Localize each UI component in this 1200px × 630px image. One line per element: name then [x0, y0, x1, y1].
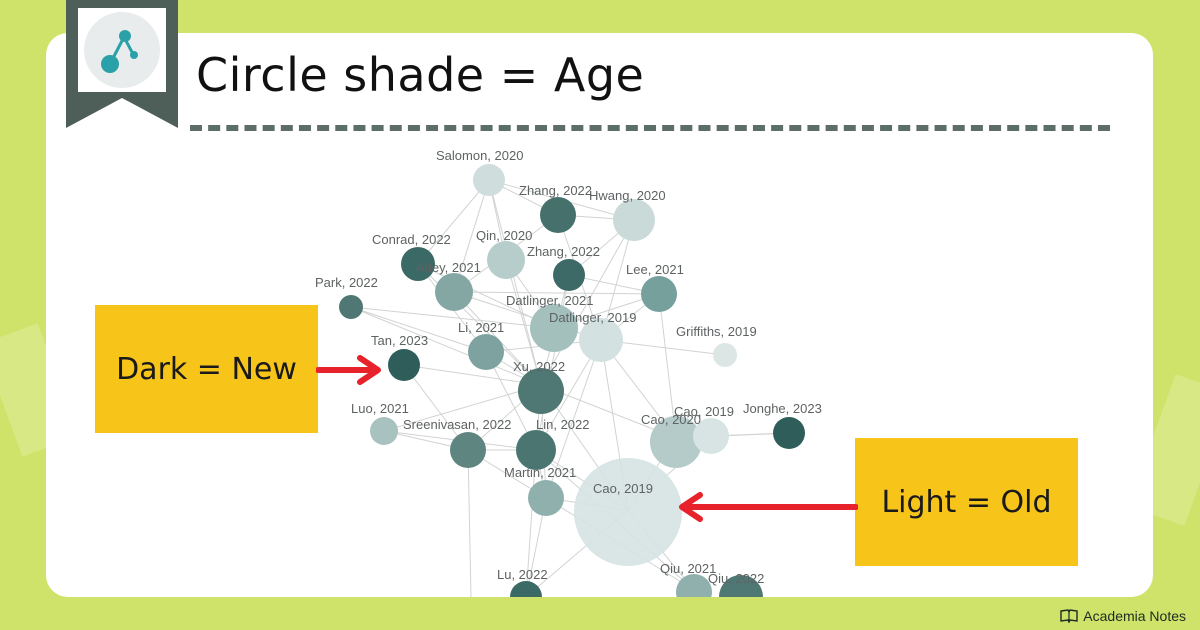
- node-label: Tan, 2023: [371, 333, 428, 348]
- network-nodes-icon: [84, 12, 160, 88]
- graph-node[interactable]: [528, 480, 564, 516]
- graph-node[interactable]: [574, 458, 682, 566]
- node-label: Adey, 2021: [416, 260, 481, 275]
- graph-node[interactable]: [530, 304, 578, 352]
- graph-node[interactable]: [650, 416, 702, 468]
- graph-node[interactable]: [450, 432, 486, 468]
- graph-node[interactable]: [370, 417, 398, 445]
- graph-node[interactable]: [473, 164, 505, 196]
- arrow-left-icon: [679, 492, 858, 522]
- brand-watermark: Academia Notes: [1060, 608, 1186, 624]
- graph-node[interactable]: [613, 199, 655, 241]
- graph-node[interactable]: [487, 241, 525, 279]
- node-label: Cao, 2019: [674, 404, 734, 419]
- graph-node[interactable]: [468, 334, 504, 370]
- graph-node[interactable]: [401, 247, 435, 281]
- bookmark-badge: [66, 0, 178, 128]
- node-label: Luo, 2021: [351, 401, 409, 416]
- node-label: Jonghe, 2023: [743, 401, 822, 416]
- graph-node[interactable]: [540, 197, 576, 233]
- graph-node[interactable]: [435, 273, 473, 311]
- node-label: Datlinger, 2019: [549, 310, 636, 325]
- node-label: Cao, 2020: [641, 412, 701, 427]
- title-divider: [190, 125, 1110, 131]
- node-label: Lin, 2022: [536, 417, 590, 432]
- node-label: Zhang, 2022: [527, 244, 600, 259]
- graph-nodes: [339, 164, 805, 597]
- node-label: Qin, 2020: [476, 228, 532, 243]
- node-label: Xu, 2022: [513, 359, 565, 374]
- page-title: Circle shade = Age: [196, 48, 645, 102]
- book-icon: [1060, 609, 1078, 623]
- graph-labels: Salomon, 2020 Zhang, 2022 Hwang, 2020 Co…: [315, 148, 822, 586]
- graph-node[interactable]: [516, 430, 556, 470]
- graph-node[interactable]: [553, 259, 585, 291]
- node-label: Qiu, 2022: [708, 571, 764, 586]
- dark-new-callout: Dark = New: [95, 305, 318, 433]
- graph-node[interactable]: [510, 581, 542, 597]
- node-label: Hwang, 2020: [589, 188, 666, 203]
- graph-node[interactable]: [676, 574, 712, 597]
- node-label: Lee, 2021: [626, 262, 684, 277]
- graph-node[interactable]: [693, 418, 729, 454]
- node-label: Conrad, 2022: [372, 232, 451, 247]
- node-label: Griffiths, 2019: [676, 324, 757, 339]
- graph-node[interactable]: [719, 575, 763, 597]
- node-label: Cao, 2019: [593, 481, 653, 496]
- node-label: Li, 2021: [458, 320, 504, 335]
- citation-network-graph: Salomon, 2020 Zhang, 2022 Hwang, 2020 Co…: [296, 140, 916, 597]
- arrow-right-icon: [316, 355, 381, 385]
- node-label: Qiu, 2021: [660, 561, 716, 576]
- node-label: Lu, 2022: [497, 567, 548, 582]
- light-old-callout: Light = Old: [855, 438, 1078, 566]
- graph-node[interactable]: [713, 343, 737, 367]
- graph-node[interactable]: [641, 276, 677, 312]
- graph-node[interactable]: [773, 417, 805, 449]
- node-label: Park, 2022: [315, 275, 378, 290]
- graph-node[interactable]: [518, 368, 564, 414]
- graph-node[interactable]: [388, 349, 420, 381]
- node-label: Datlinger, 2021: [506, 293, 593, 308]
- graph-node[interactable]: [579, 318, 623, 362]
- graph-node[interactable]: [339, 295, 363, 319]
- node-label: Martin, 2021: [504, 465, 576, 480]
- node-label: Salomon, 2020: [436, 148, 523, 163]
- brand-name: Academia Notes: [1083, 608, 1186, 624]
- node-label: Zhang, 2022: [519, 183, 592, 198]
- node-label: Sreenivasan, 2022: [403, 417, 511, 432]
